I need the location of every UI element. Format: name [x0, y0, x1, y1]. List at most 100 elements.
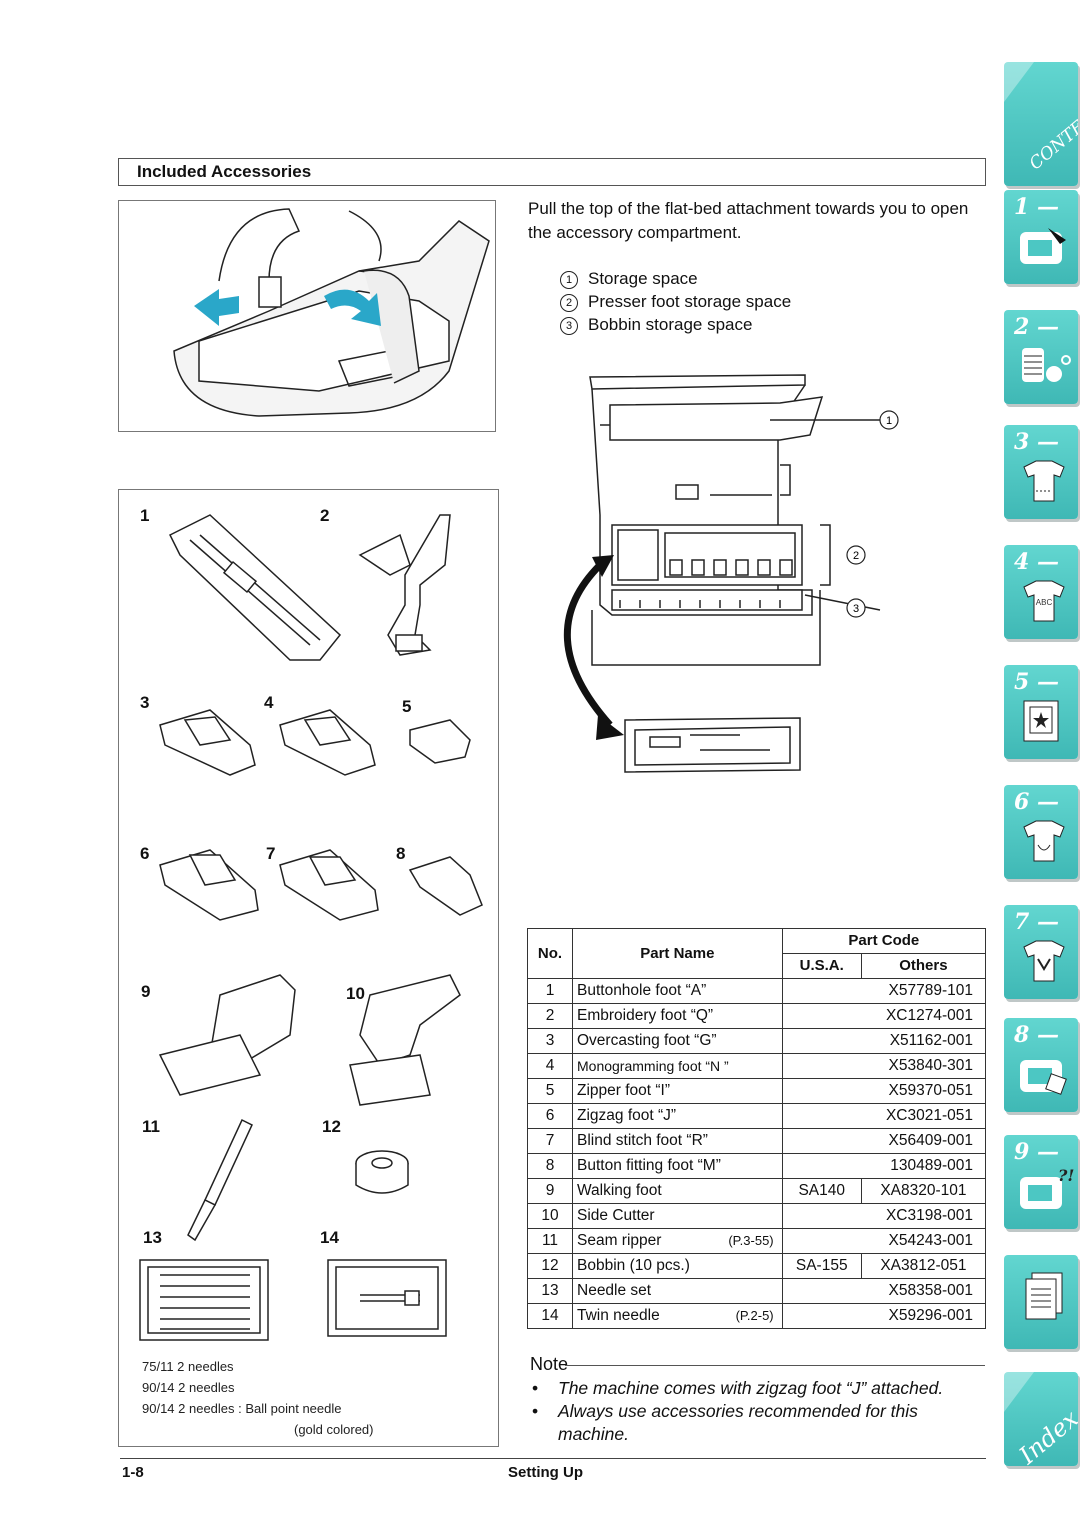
chapter-number: 7 — [1014, 909, 1059, 935]
tab-index[interactable]: Index [1004, 1372, 1078, 1466]
blind-stitch-foot-drawing [279, 849, 379, 921]
flatbed-illustration [118, 200, 496, 432]
footer-section-title: Setting Up [508, 1464, 583, 1481]
compartment-illustration: 1 2 3 [563, 374, 899, 773]
chapter-number: 5 — [1014, 669, 1059, 695]
col-others: Others [860, 953, 987, 979]
machine-maintenance-icon [1020, 1060, 1067, 1095]
fig-label-11: 11 [142, 1117, 160, 1136]
fig-label-5: 5 [402, 697, 412, 716]
walking-foot-drawing [158, 974, 296, 1096]
item-number: 2 [560, 294, 578, 312]
shirt-abc-text: ABC [1036, 598, 1053, 607]
needle-note: 75/11 2 needles [142, 1359, 234, 1374]
chapter-number: 1 — [1014, 194, 1059, 220]
section-title: Included Accessories [137, 162, 312, 181]
needle-notes: 75/11 2 needles 90/14 2 needles 90/14 2 … [142, 1356, 374, 1440]
tab-chapter-9[interactable]: 9 — ?! [1004, 1135, 1078, 1229]
callout-1: 1 [886, 415, 892, 427]
side-cutter-drawing [349, 974, 461, 1106]
fig-label-14: 14 [320, 1228, 339, 1247]
page-number: 1-8 [122, 1464, 144, 1481]
fig-label-10: 10 [346, 984, 365, 1003]
tab-chapter-4[interactable]: 4 — ABC [1004, 545, 1078, 639]
needle-note: 90/14 2 needles [142, 1380, 235, 1395]
col-part-code: Part Code [781, 928, 987, 954]
note-rule [565, 1365, 985, 1366]
storage-item: 1 Storage space [560, 267, 791, 290]
shirt-icon [1023, 460, 1065, 502]
tab-appendix[interactable] [1004, 1255, 1078, 1349]
fig-label-3: 3 [140, 693, 150, 712]
tab-chapter-3[interactable]: 3 — [1004, 425, 1078, 519]
fig-label-7: 7 [266, 844, 276, 863]
fig-label-1: 1 [140, 506, 150, 525]
sewing-machine-icon [1020, 228, 1066, 264]
twin-needle-drawing [327, 1259, 447, 1337]
part-name-cell: Seam ripper(P.3-55) [572, 1228, 783, 1254]
zipper-foot-drawing [409, 719, 471, 764]
item-number: 1 [560, 271, 578, 289]
fig-label-2: 2 [320, 506, 330, 525]
chapter-number: 2 — [1014, 314, 1059, 340]
question-exclamation-text: ?! [1058, 1166, 1074, 1185]
fig-label-9: 9 [141, 982, 151, 1001]
col-no: No. [527, 928, 573, 979]
tab-chapter-7[interactable]: 7 — [1004, 905, 1078, 999]
part-name-cell: Twin needle(P.2-5) [572, 1303, 783, 1329]
index-label: Index [1013, 1404, 1078, 1466]
item-number: 3 [560, 317, 578, 335]
embroidery-foot-drawing [358, 514, 451, 656]
accessories-figure [118, 489, 499, 1447]
note-item: Always use accessories recommended for t… [530, 1400, 990, 1446]
fig-label-4: 4 [264, 693, 274, 712]
callout-2: 2 [853, 550, 859, 562]
tab-chapter-8[interactable]: 8 — [1004, 1018, 1078, 1112]
tab-chapter-1[interactable]: 1 — [1004, 190, 1078, 284]
chapter-number: 6 — [1014, 789, 1059, 815]
fig-label-12: 12 [322, 1117, 341, 1136]
intro-text: Pull the top of the flat-bed attachment … [528, 199, 969, 242]
troubleshooting-icon: ?! [1020, 1166, 1074, 1209]
chapter-number: 8 — [1014, 1022, 1059, 1048]
button-fitting-foot-drawing [408, 856, 483, 916]
flatbed-drawing [173, 208, 490, 417]
col-part-name: Part Name [572, 928, 783, 979]
chapter-number: 4 — [1014, 549, 1059, 575]
section-header: Included Accessories [118, 158, 986, 186]
document-stack-icon [1025, 1272, 1063, 1320]
needle-note: 90/14 2 needles : Ball point needle [142, 1401, 342, 1416]
thread-scissors-icon [1022, 348, 1071, 382]
design-shirt-icon [1023, 940, 1065, 982]
index-tab-art: Index [1004, 1372, 1078, 1466]
tab-chapter-5[interactable]: 5 — [1004, 665, 1078, 759]
embroidery-frame-icon [1023, 700, 1059, 742]
item-label: Storage space [588, 269, 698, 288]
col-usa: U.S.A. [781, 953, 862, 979]
tab-chapter-2[interactable]: 2 — [1004, 310, 1078, 404]
contents-tab-art: CONTENTS [1004, 62, 1078, 174]
note-body: The machine comes with zigzag foot “J” a… [530, 1377, 990, 1446]
chapter-number: 3 — [1014, 429, 1059, 455]
seam-ripper-drawing [187, 1118, 253, 1242]
tab-chapter-6[interactable]: 6 — [1004, 785, 1078, 879]
tab-contents[interactable]: CONTENTS [1004, 62, 1078, 186]
lettered-shirt-icon [1023, 820, 1065, 862]
page-ref: (P.3-55) [728, 1233, 774, 1248]
